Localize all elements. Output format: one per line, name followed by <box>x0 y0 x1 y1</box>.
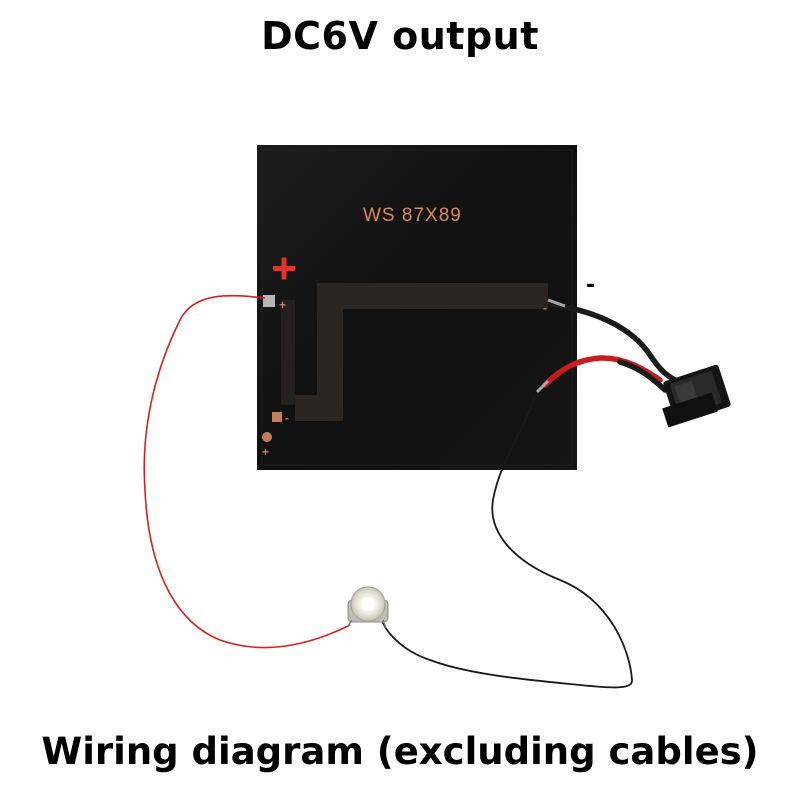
panel-plus-mark: + <box>279 298 286 312</box>
pad-dot <box>262 432 272 442</box>
footer-caption: Wiring diagram (excluding cables) <box>41 730 759 773</box>
plus-marker-icon <box>273 257 295 280</box>
negative-pad-marker <box>272 412 282 422</box>
positive-solder-pad <box>263 295 275 307</box>
panel-plus-mark-bottom: + <box>262 445 269 459</box>
panel-trace <box>295 283 548 421</box>
led-bulb-icon <box>347 586 389 629</box>
negative-wire <box>381 394 633 689</box>
positive-wire <box>143 294 351 649</box>
switch-lead-black <box>549 302 685 386</box>
panel-model-text: WS 87X89 <box>363 205 462 226</box>
panel-minus-mark: - <box>285 411 289 425</box>
page-title: DC6V output <box>261 14 539 58</box>
rocker-switch-icon <box>662 364 731 428</box>
panel-minus-mark-right: - <box>543 301 547 315</box>
negative-terminal-label: - <box>586 273 595 298</box>
solar-panel-icon: + - + - WS 87X89 <box>257 145 577 470</box>
